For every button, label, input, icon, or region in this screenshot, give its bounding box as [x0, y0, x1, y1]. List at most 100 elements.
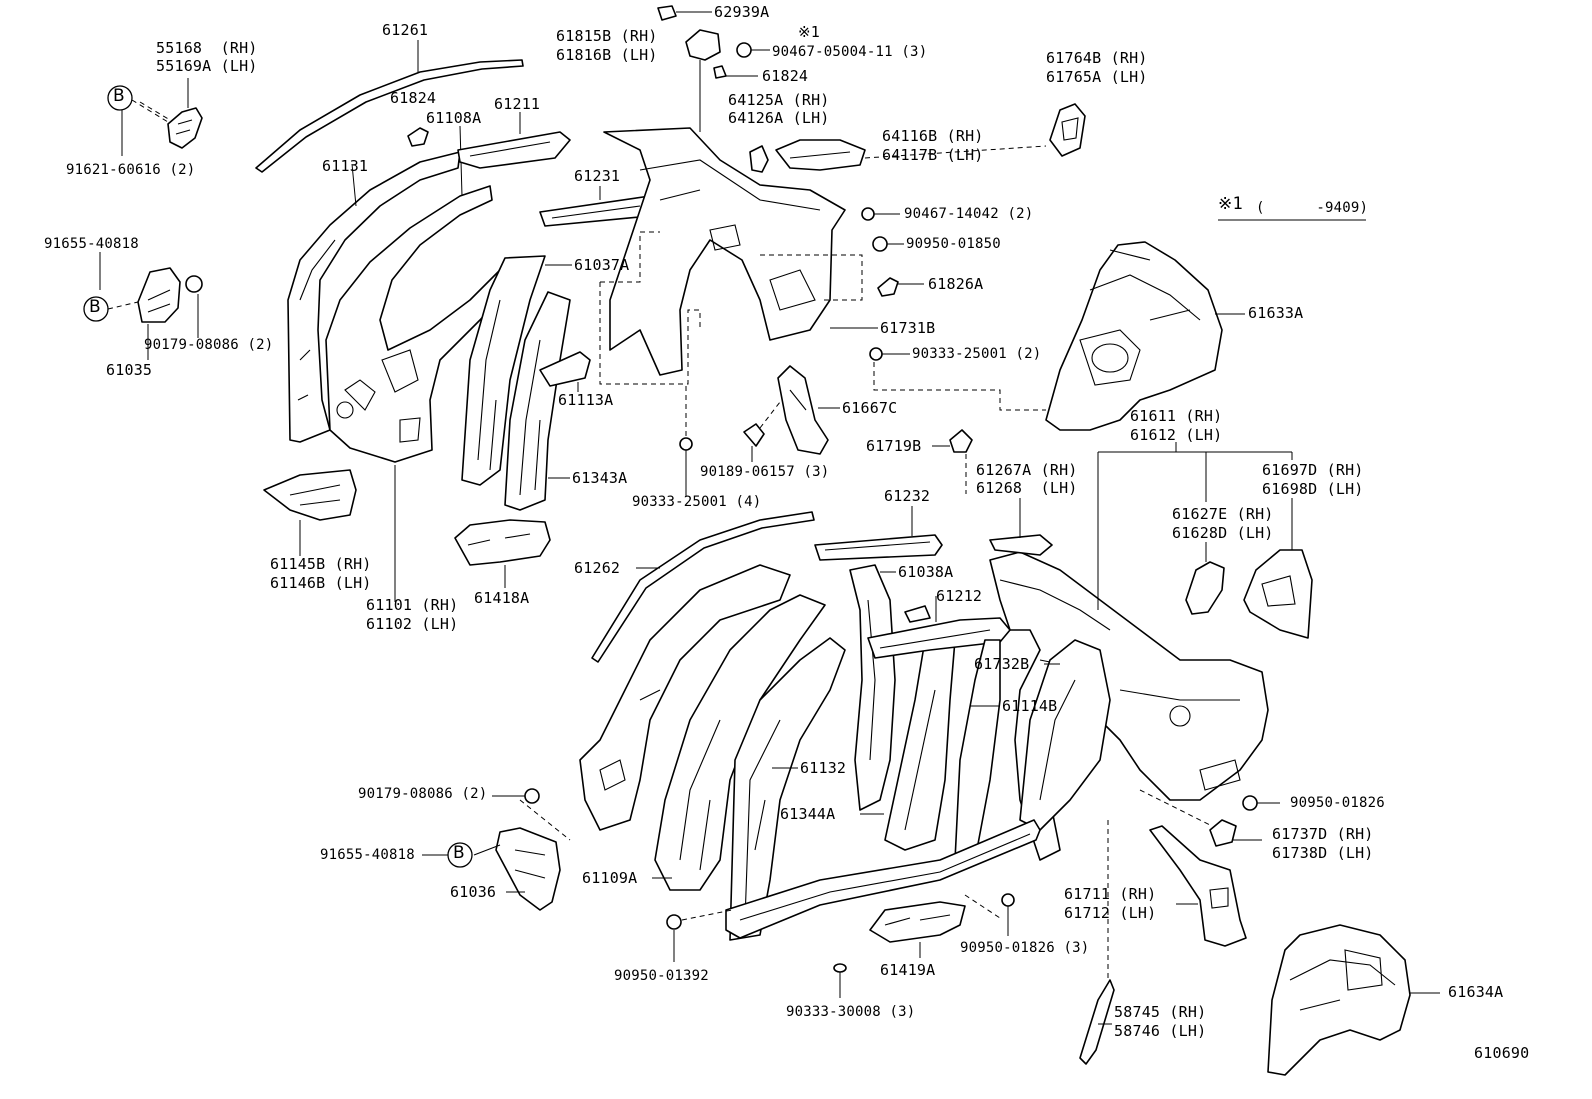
clip-90189	[743, 401, 781, 462]
label-61697d: 61697D (RH)	[1262, 461, 1364, 479]
clip-61719b	[932, 429, 973, 494]
footnote-range: ( -9409)	[1256, 200, 1369, 216]
bracket-61145b	[263, 469, 357, 556]
label-58745: 58745 (RH)	[1114, 1003, 1207, 1021]
callout-letter-b: B	[89, 297, 101, 317]
label-61343a: 61343A	[572, 469, 628, 487]
rail-61267a	[989, 498, 1053, 556]
bracket-61113a	[539, 351, 591, 392]
label-64117b: 64117B (LH)	[882, 146, 984, 164]
label-61815b: 61815B (RH)	[556, 27, 658, 45]
label-58746: 58746 (LH)	[1114, 1022, 1207, 1040]
label-61035: 61035	[106, 361, 153, 379]
label-64116b: 64116B (RH)	[882, 127, 984, 145]
reinforcement-61419a	[869, 901, 966, 958]
label-61344a: 61344A	[780, 805, 836, 823]
label-91621: 91621-60616 (2)	[66, 162, 196, 178]
label-61826a: 61826A	[928, 275, 984, 293]
reinforcement-61418a	[454, 519, 551, 588]
roof-rail-61261	[255, 40, 524, 173]
rocker-sill	[725, 819, 1041, 939]
plug-90333-25001	[869, 347, 1046, 411]
label-61114b: 61114B	[1002, 697, 1058, 715]
figure-id: 610690	[1474, 1044, 1530, 1062]
footnote-marker: ※1	[1218, 194, 1243, 214]
label-61211: 61211	[494, 95, 541, 113]
callout-letter-b: B	[453, 843, 465, 863]
label-61611: 61611 (RH)	[1130, 407, 1223, 425]
clip-90950-01826-3	[964, 893, 1015, 936]
label-61738d: 61738D (LH)	[1272, 844, 1374, 862]
front-pillar-61109a	[579, 564, 826, 891]
label-62939a: 62939A	[714, 3, 770, 21]
label-64125a: 64125A (RH)	[728, 91, 830, 109]
callout-b-upper	[107, 85, 169, 123]
clip-90467-05004	[736, 42, 770, 58]
label-61037a: 61037A	[574, 256, 630, 274]
rear-pillar-assembly	[599, 127, 863, 385]
pillar-61037a	[461, 255, 572, 486]
label-61267a: 61267A (RH)	[976, 461, 1078, 479]
label-61824: 61824	[390, 89, 437, 107]
label-90950-01850: 90950-01850	[906, 236, 1001, 252]
label-90333-25001-4: 90333-25001 (4)	[632, 494, 762, 510]
cap-61826a	[877, 277, 924, 297]
label-61711: 61711 (RH)	[1064, 885, 1157, 903]
label-61132: 61132	[800, 759, 847, 777]
molding-58745	[1079, 979, 1115, 1065]
label-61113a: 61113A	[558, 391, 614, 409]
callout-b-lower	[447, 842, 473, 868]
label-61627e: 61627E (RH)	[1172, 505, 1274, 523]
pillar-61344a	[860, 639, 956, 851]
label-61732b: 61732B	[974, 655, 1030, 673]
label-61667c: 61667C	[842, 399, 898, 417]
label-61262: 61262	[574, 559, 621, 577]
label-61232: 61232	[884, 487, 931, 505]
clip-62939a	[657, 5, 712, 21]
label-55168: 55168 (RH)	[156, 39, 258, 57]
label-61036: 61036	[450, 883, 497, 901]
label-90950-01826: 90950-01826	[1290, 795, 1385, 811]
bracket-61035	[99, 252, 203, 360]
callout-letter-b: B	[113, 86, 125, 106]
label-61764b: 61764B (RH)	[1046, 49, 1148, 67]
pillar-61343a	[504, 291, 571, 511]
bracket-61697d	[1243, 498, 1313, 639]
label-90179-08086: 90179-08086 (2)	[358, 786, 488, 802]
label-61719b: 61719B	[866, 437, 922, 455]
cap-61737d	[1139, 789, 1262, 847]
bracket-61764b	[1049, 103, 1086, 157]
bracket-64116b	[775, 139, 1047, 171]
label-64126a: 64126A (LH)	[728, 109, 830, 127]
bracket-61667c	[777, 365, 840, 455]
label-90467-05004: 90467-05004-11 (3)	[772, 44, 928, 60]
inner-panel-61101	[325, 125, 521, 602]
bracket-61815b	[685, 29, 721, 132]
clip-61824	[407, 127, 429, 147]
label-61231: 61231	[574, 167, 621, 185]
label-61612: 61612 (LH)	[1130, 426, 1223, 444]
label-90333-30008: 90333-30008 (3)	[786, 1004, 916, 1020]
pillar-61038a	[849, 564, 896, 811]
panel-61114b	[954, 639, 1001, 861]
wheelhouse-61634a	[1267, 924, 1440, 1076]
label-61268: 61268 (LH)	[976, 479, 1078, 497]
label-61737d: 61737D (RH)	[1272, 825, 1374, 843]
rail-61232	[814, 506, 943, 561]
bracket-61627e	[1185, 542, 1225, 615]
label-90950-01392: 90950-01392	[614, 968, 709, 984]
label-91655-40818: 91655-40818	[320, 847, 415, 863]
bracket-64125a	[749, 145, 769, 173]
label-61131: 61131	[322, 157, 369, 175]
label-90189: 90189-06157 (3)	[700, 464, 830, 480]
label-61698d: 61698D (LH)	[1262, 480, 1364, 498]
bracket-61711	[1107, 820, 1247, 980]
label-61038a: 61038A	[898, 563, 954, 581]
wheelhouse-61633a	[1045, 241, 1245, 431]
label-61146b: 61146B (LH)	[270, 574, 372, 592]
label-61418a: 61418A	[474, 589, 530, 607]
clip-90950-01850	[872, 236, 904, 252]
label-61633a: 61633A	[1248, 304, 1304, 322]
